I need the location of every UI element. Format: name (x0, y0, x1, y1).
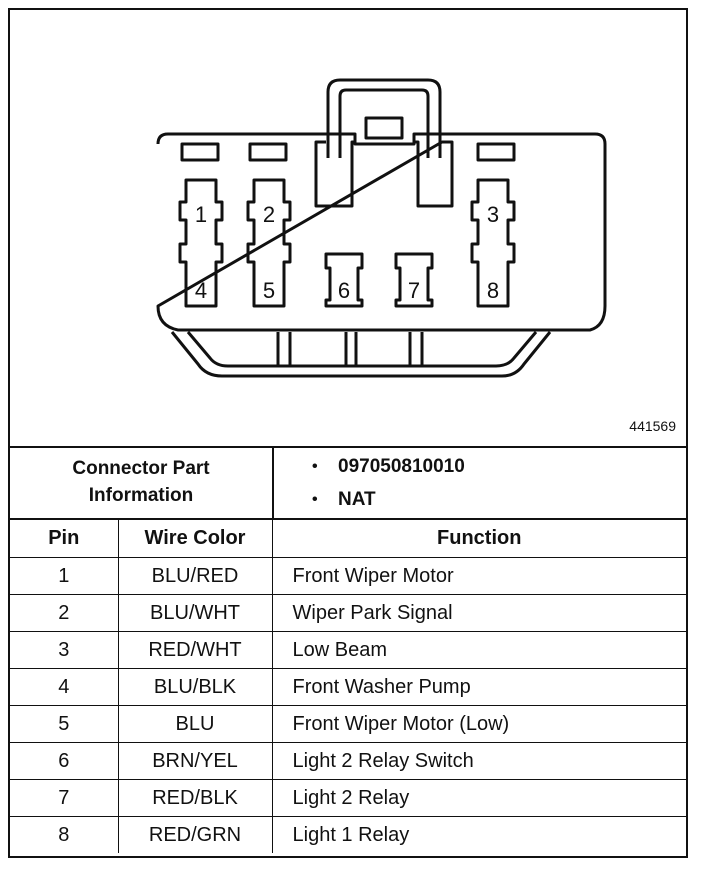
pin-cell: 4 (10, 668, 119, 706)
pinout-table: Pin Wire Color Function 1 BLU/RED Front … (10, 518, 686, 853)
bullet-icon: • (312, 491, 318, 508)
table-row: 2 BLU/WHT Wiper Park Signal (10, 594, 686, 632)
pin-label: 2 (263, 202, 275, 227)
wire-color-cell: BLU/RED (117, 557, 273, 595)
pin-cell: 7 (10, 779, 119, 817)
function-cell: Light 1 Relay (271, 816, 686, 853)
part-number: 097050810010 (338, 456, 465, 477)
table-row: 8 RED/GRN Light 1 Relay (10, 816, 686, 853)
function-cell: Low Beam (271, 631, 686, 669)
table-row: 3 RED/WHT Low Beam (10, 631, 686, 669)
function-cell: Light 2 Relay (271, 779, 686, 817)
connector-skirt (170, 331, 552, 378)
info-item: • 097050810010 (274, 450, 465, 483)
connector-part-info-values: • 097050810010 • NAT (274, 450, 465, 516)
pin-label: 7 (408, 278, 420, 303)
pin-cell: 6 (10, 742, 119, 780)
pin-cavity-column-3-8 (470, 178, 516, 308)
wire-color-cell: BLU/WHT (117, 594, 273, 632)
table-header-row: Pin Wire Color Function (10, 518, 686, 558)
pin-cell: 8 (10, 816, 119, 853)
connector-housing-top (353, 134, 416, 146)
header-function: Function (271, 518, 686, 558)
table-row: 4 BLU/BLK Front Washer Pump (10, 668, 686, 706)
connector-notch (476, 142, 516, 162)
function-cell: Front Washer Pump (271, 668, 686, 706)
info-label-line2: Information (88, 485, 194, 506)
pin-label: 6 (338, 278, 350, 303)
wire-color-cell: RED/BLK (117, 779, 273, 817)
header-wire-color: Wire Color (117, 518, 273, 558)
connector-part-info: Connector Part Information • 09705081001… (10, 446, 686, 520)
wire-color-cell: BLU/BLK (117, 668, 273, 706)
table-row: 1 BLU/RED Front Wiper Motor (10, 557, 686, 595)
connector-diagram: 1 2 3 4 5 6 7 8 441569 (10, 10, 686, 448)
pin-label: 1 (195, 202, 207, 227)
info-item: • NAT (274, 483, 465, 516)
table-row: 6 BRN/YEL Light 2 Relay Switch (10, 742, 686, 780)
pin-cavity-6 (324, 252, 364, 308)
connector-notch (180, 142, 220, 162)
connector-lock-tab (326, 78, 442, 158)
wire-color-cell: BLU (117, 705, 273, 743)
pin-cavity-7 (394, 252, 434, 308)
connector-face-drawing: 1 2 3 4 5 6 7 8 (156, 78, 607, 378)
pin-label: 4 (195, 278, 207, 303)
connector-housing (156, 132, 607, 332)
figure-id: 441569 (629, 418, 676, 434)
table-row: 7 RED/BLK Light 2 Relay (10, 779, 686, 817)
part-color: NAT (338, 489, 376, 510)
info-label-line1: Connector Part (72, 458, 210, 479)
pin-cavity-column-2-5 (246, 178, 292, 308)
connector-lock-tab-inner (338, 88, 430, 158)
header-pin: Pin (10, 518, 119, 558)
bullet-icon: • (312, 458, 318, 475)
pin-label: 8 (487, 278, 499, 303)
connector-notch (248, 142, 288, 162)
connector-lock-nub (364, 116, 404, 140)
pin-cavity-column-1-4 (178, 178, 224, 308)
pin-cell: 5 (10, 705, 119, 743)
table-row: 5 BLU Front Wiper Motor (Low) (10, 705, 686, 743)
wire-color-cell: RED/GRN (117, 816, 273, 853)
pin-label: 5 (263, 278, 275, 303)
wire-color-cell: RED/WHT (117, 631, 273, 669)
function-cell: Wiper Park Signal (271, 594, 686, 632)
function-cell: Front Wiper Motor (271, 557, 686, 595)
pin-cell: 1 (10, 557, 119, 595)
connector-part-info-label: Connector Part Information (10, 446, 274, 518)
pin-cell: 2 (10, 594, 119, 632)
function-cell: Front Wiper Motor (Low) (271, 705, 686, 743)
diagram-frame: 1 2 3 4 5 6 7 8 441569 Connector Part In… (8, 8, 688, 858)
wire-color-cell: BRN/YEL (117, 742, 273, 780)
connector-skirt-inner (186, 331, 538, 368)
pin-label: 3 (487, 202, 499, 227)
pin-cell: 3 (10, 631, 119, 669)
function-cell: Light 2 Relay Switch (271, 742, 686, 780)
